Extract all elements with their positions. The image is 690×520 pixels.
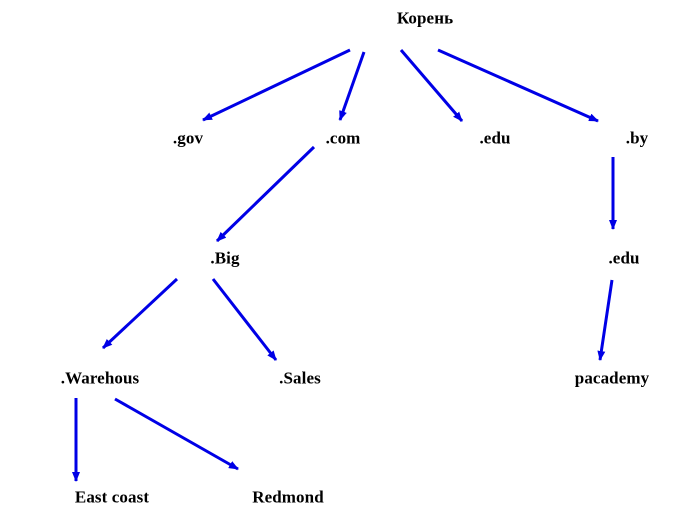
node-warehous: .Warehous — [60, 368, 140, 388]
node-big: .Big — [210, 248, 240, 268]
edge-root-to-by — [437, 48, 599, 123]
edge-edu2-to-pacademy — [597, 279, 614, 361]
edge-warehous-to-redmond — [114, 397, 239, 471]
node-gov: .gov — [172, 128, 204, 148]
node-com: .com — [325, 128, 361, 148]
edge-root-to-edu1 — [399, 49, 464, 122]
node-by-edu: .edu — [608, 248, 640, 268]
edge-com-to-big — [215, 145, 316, 243]
node-by: .by — [625, 128, 649, 148]
node-east-coast: East coast — [74, 487, 150, 507]
edge-big-to-sales — [211, 278, 278, 361]
edge-root-to-gov — [202, 48, 351, 122]
node-root: Корень — [396, 8, 454, 28]
edge-big-to-warehous — [101, 277, 179, 350]
edge-root-to-com — [338, 51, 366, 121]
node-sales: .Sales — [279, 368, 321, 388]
node-edu: .edu — [479, 128, 511, 148]
node-pacademy: pacademy — [574, 368, 650, 388]
node-redmond: Redmond — [252, 487, 324, 507]
